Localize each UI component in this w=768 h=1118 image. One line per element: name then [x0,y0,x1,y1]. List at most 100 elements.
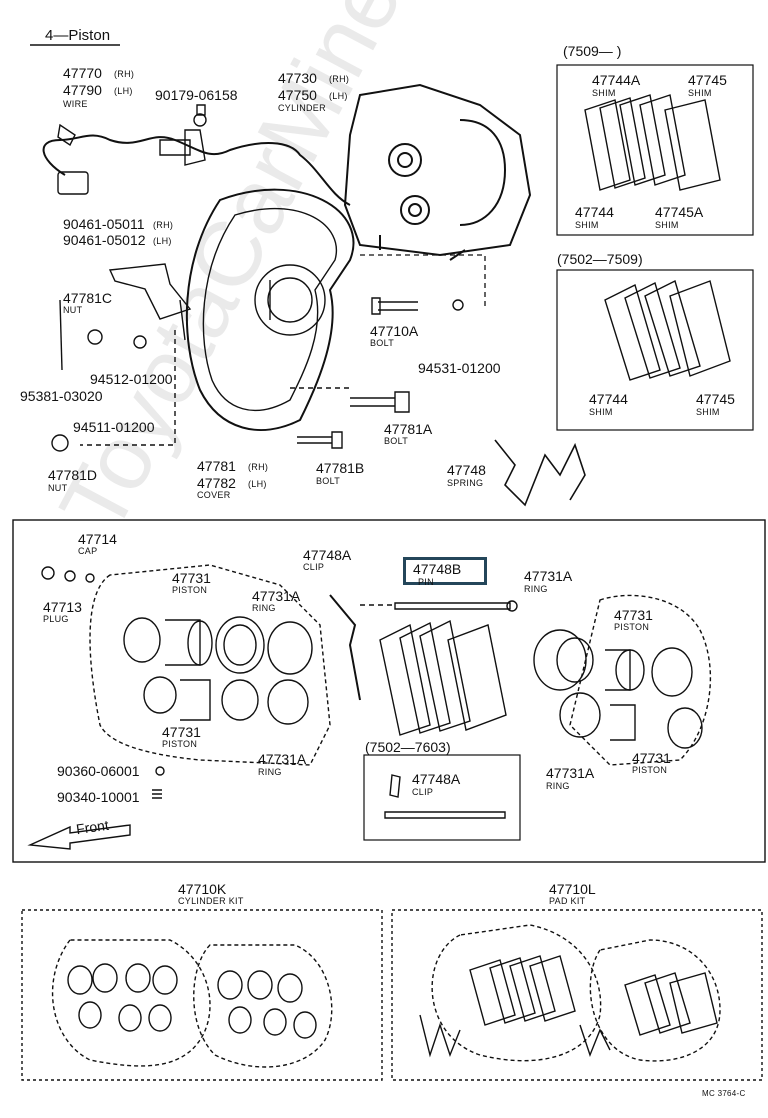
label-cylinder: CYLINDER [278,103,326,113]
page-title: 4—Piston [45,27,111,44]
kit-outline-right [569,594,712,766]
label-47731a-3: 47731A [524,568,573,584]
label-shim-6: SHIM [696,407,720,417]
label-47750: 47750 [278,87,317,103]
label-47748b: 47748B [413,561,462,577]
label-range-7502-7603: (7502—7603) [365,739,451,755]
label-shim-2: SHIM [688,88,712,98]
label-pad-kit: PAD KIT [549,896,586,906]
label-90340: 90340-10001 [57,789,140,805]
label-47731-3: 47731 [614,607,653,623]
label-47731a-4: 47731A [546,765,595,781]
label-shim-5: SHIM [589,407,613,417]
label-47731-4: 47731 [632,750,671,766]
label-lh-4: (LH) [248,479,267,489]
label-47744-2: 47744 [589,391,628,407]
label-ring-1: RING [252,603,276,613]
label-90461-05012: 90461-05012 [63,232,146,248]
label-47781d: 47781D [48,467,98,483]
label-cylinder-kit: CYLINDER KIT [178,896,244,906]
label-94511: 94511-01200 [73,419,155,435]
label-cover: COVER [197,490,231,500]
piston-right [533,629,703,749]
label-47748a: 47748A [303,547,352,563]
label-47745a: 47745A [655,204,704,220]
label-47745-2: 47745 [696,391,735,407]
pads-drawing [379,619,507,736]
label-47713: 47713 [43,599,82,615]
label-lh-3: (LH) [153,236,172,246]
label-94512: 94512-01200 [90,371,173,387]
label-47744: 47744 [575,204,614,220]
label-piston-2: PISTON [162,739,198,749]
label-range-7509: (7509— ) [563,43,622,59]
highlight-47748b [403,557,487,585]
label-47731a-2: 47731A [258,751,307,767]
label-47731-2: 47731 [162,724,201,740]
label-bolt-3: BOLT [316,476,341,486]
label-47781c: 47781C [63,290,113,306]
label-clip-1: CLIP [303,562,325,572]
shim-set-2 [604,279,731,381]
cylinder-kit-box [21,909,383,1081]
caliper-detail-box [12,519,766,863]
label-plug: PLUG [43,614,69,624]
label-spring: SPRING [447,478,484,488]
label-90360: 90360-06001 [57,763,140,779]
clip-pin-box [363,754,521,841]
caliper-drawing [343,83,532,310]
label-47782: 47782 [197,475,236,491]
label-47710l: 47710L [549,881,596,897]
shim-box-7502-7509 [556,269,754,431]
bolts-drawing [290,297,464,449]
label-piston-4: PISTON [632,765,668,775]
label-ring-2: RING [258,767,282,777]
pin-drawing [394,602,511,610]
wire-sensor-drawing [42,104,351,206]
label-lh: (LH) [114,86,133,96]
label-47781a: 47781A [384,421,433,437]
label-47781: 47781 [197,458,236,474]
label-ring-4: RING [546,781,570,791]
label-wire: WIRE [63,99,88,109]
label-94531: 94531-01200 [418,360,501,376]
label-95381: 95381-03020 [20,388,103,404]
label-47790: 47790 [63,82,102,98]
label-bolt-2: BOLT [384,436,409,446]
label-47730: 47730 [278,70,317,86]
label-rh-2: (RH) [329,74,350,84]
label-47731a-1: 47731A [252,588,301,604]
label-47714: 47714 [78,531,117,547]
label-nut-2: NUT [48,483,68,493]
label-piston-3: PISTON [614,622,650,632]
label-47731-1: 47731 [172,570,211,586]
pad-kit-box [391,909,763,1081]
pad-kit-pads [419,955,718,1058]
label-ring-3: RING [524,584,548,594]
label-rh-3: (RH) [153,220,174,230]
label-shim-4: SHIM [655,220,679,230]
shim-set-1 [584,94,721,191]
label-clip-2: CLIP [412,787,434,797]
label-47748a-2: 47748A [412,771,461,787]
front-arrow [27,824,131,850]
kit-outline-left [89,564,331,766]
spring-drawing [494,439,586,507]
label-47710k: 47710K [178,881,227,897]
label-shim-3: SHIM [575,220,599,230]
label-nut: NUT [63,305,83,315]
label-47781b: 47781B [316,460,365,476]
label-lh-2: (LH) [329,91,348,101]
label-rh-4: (RH) [248,462,269,472]
label-rh: (RH) [114,69,135,79]
label-90179: 90179-06158 [155,87,238,103]
shim-box-7509 [556,64,754,236]
label-range-7502-7509: (7502—7509) [557,251,643,267]
label-47710a: 47710A [370,323,419,339]
label-47748: 47748 [447,462,486,478]
piston-left [41,566,313,725]
label-cap: CAP [78,546,98,556]
cylinder-kit-rings [67,963,317,1039]
